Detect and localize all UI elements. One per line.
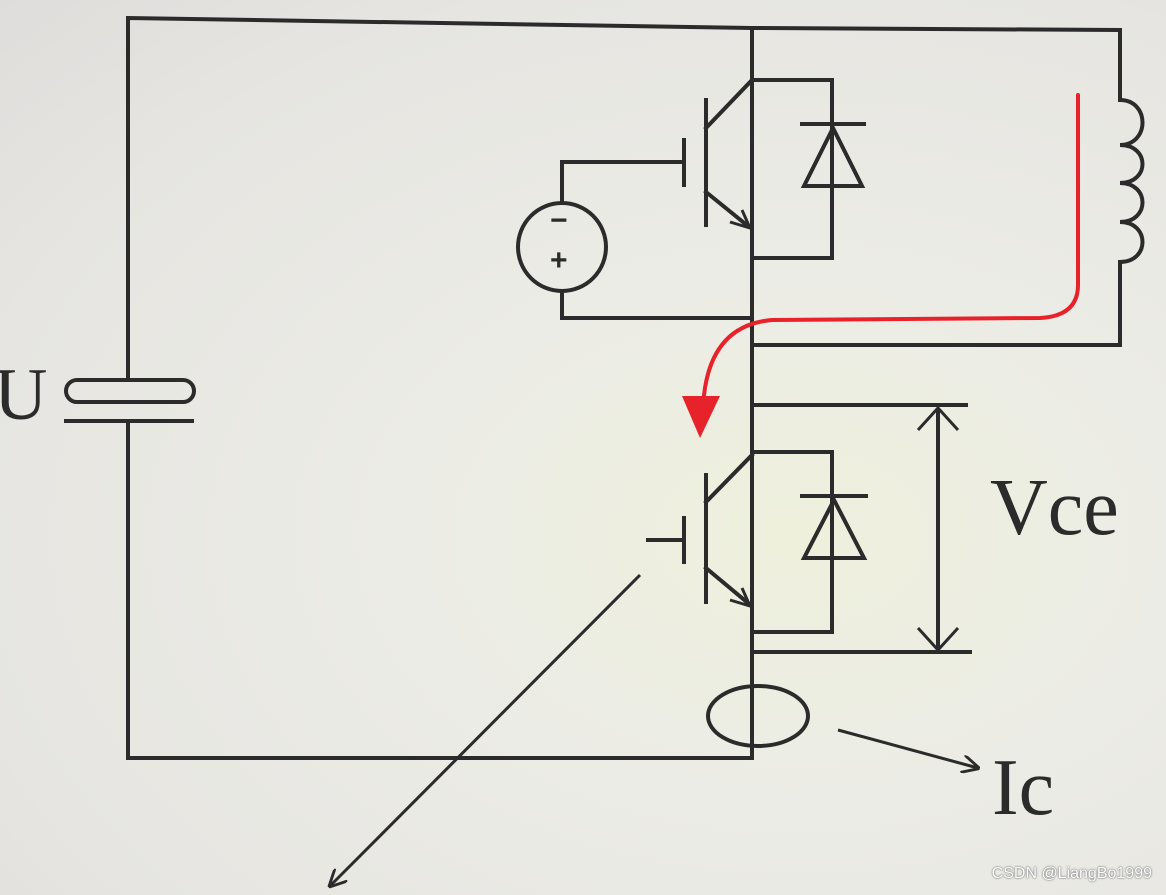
top-bus-wire bbox=[126, 15, 1122, 380]
current-path-arrow bbox=[682, 93, 1080, 438]
dc-bus-wiring bbox=[126, 15, 1122, 760]
vce-label: Vce bbox=[990, 464, 1119, 552]
upper-diode-icon bbox=[750, 78, 866, 260]
inductor-icon bbox=[1119, 98, 1145, 264]
lower-igbt-icon bbox=[646, 452, 755, 609]
capacitor-voltage-label: U bbox=[0, 354, 48, 436]
capacitor-icon bbox=[64, 378, 196, 423]
ic-pointer-arrow bbox=[837, 728, 978, 768]
lower-diode-icon bbox=[750, 450, 868, 634]
midpoint-to-inductor-wire bbox=[750, 260, 1122, 347]
vce-dimension-marker bbox=[750, 403, 972, 654]
watermark-text: CSDN @LiangBo1999 bbox=[991, 865, 1152, 882]
current-probe-icon bbox=[706, 684, 810, 748]
upper-igbt-icon bbox=[682, 77, 755, 231]
gate-pointer-arrow bbox=[330, 573, 642, 886]
gate-source-icon bbox=[516, 160, 754, 320]
bottom-bus-wire bbox=[126, 420, 754, 760]
ic-label: Ic bbox=[992, 744, 1055, 832]
source-plus-mark: + bbox=[550, 244, 568, 277]
source-minus-mark: − bbox=[550, 204, 568, 237]
